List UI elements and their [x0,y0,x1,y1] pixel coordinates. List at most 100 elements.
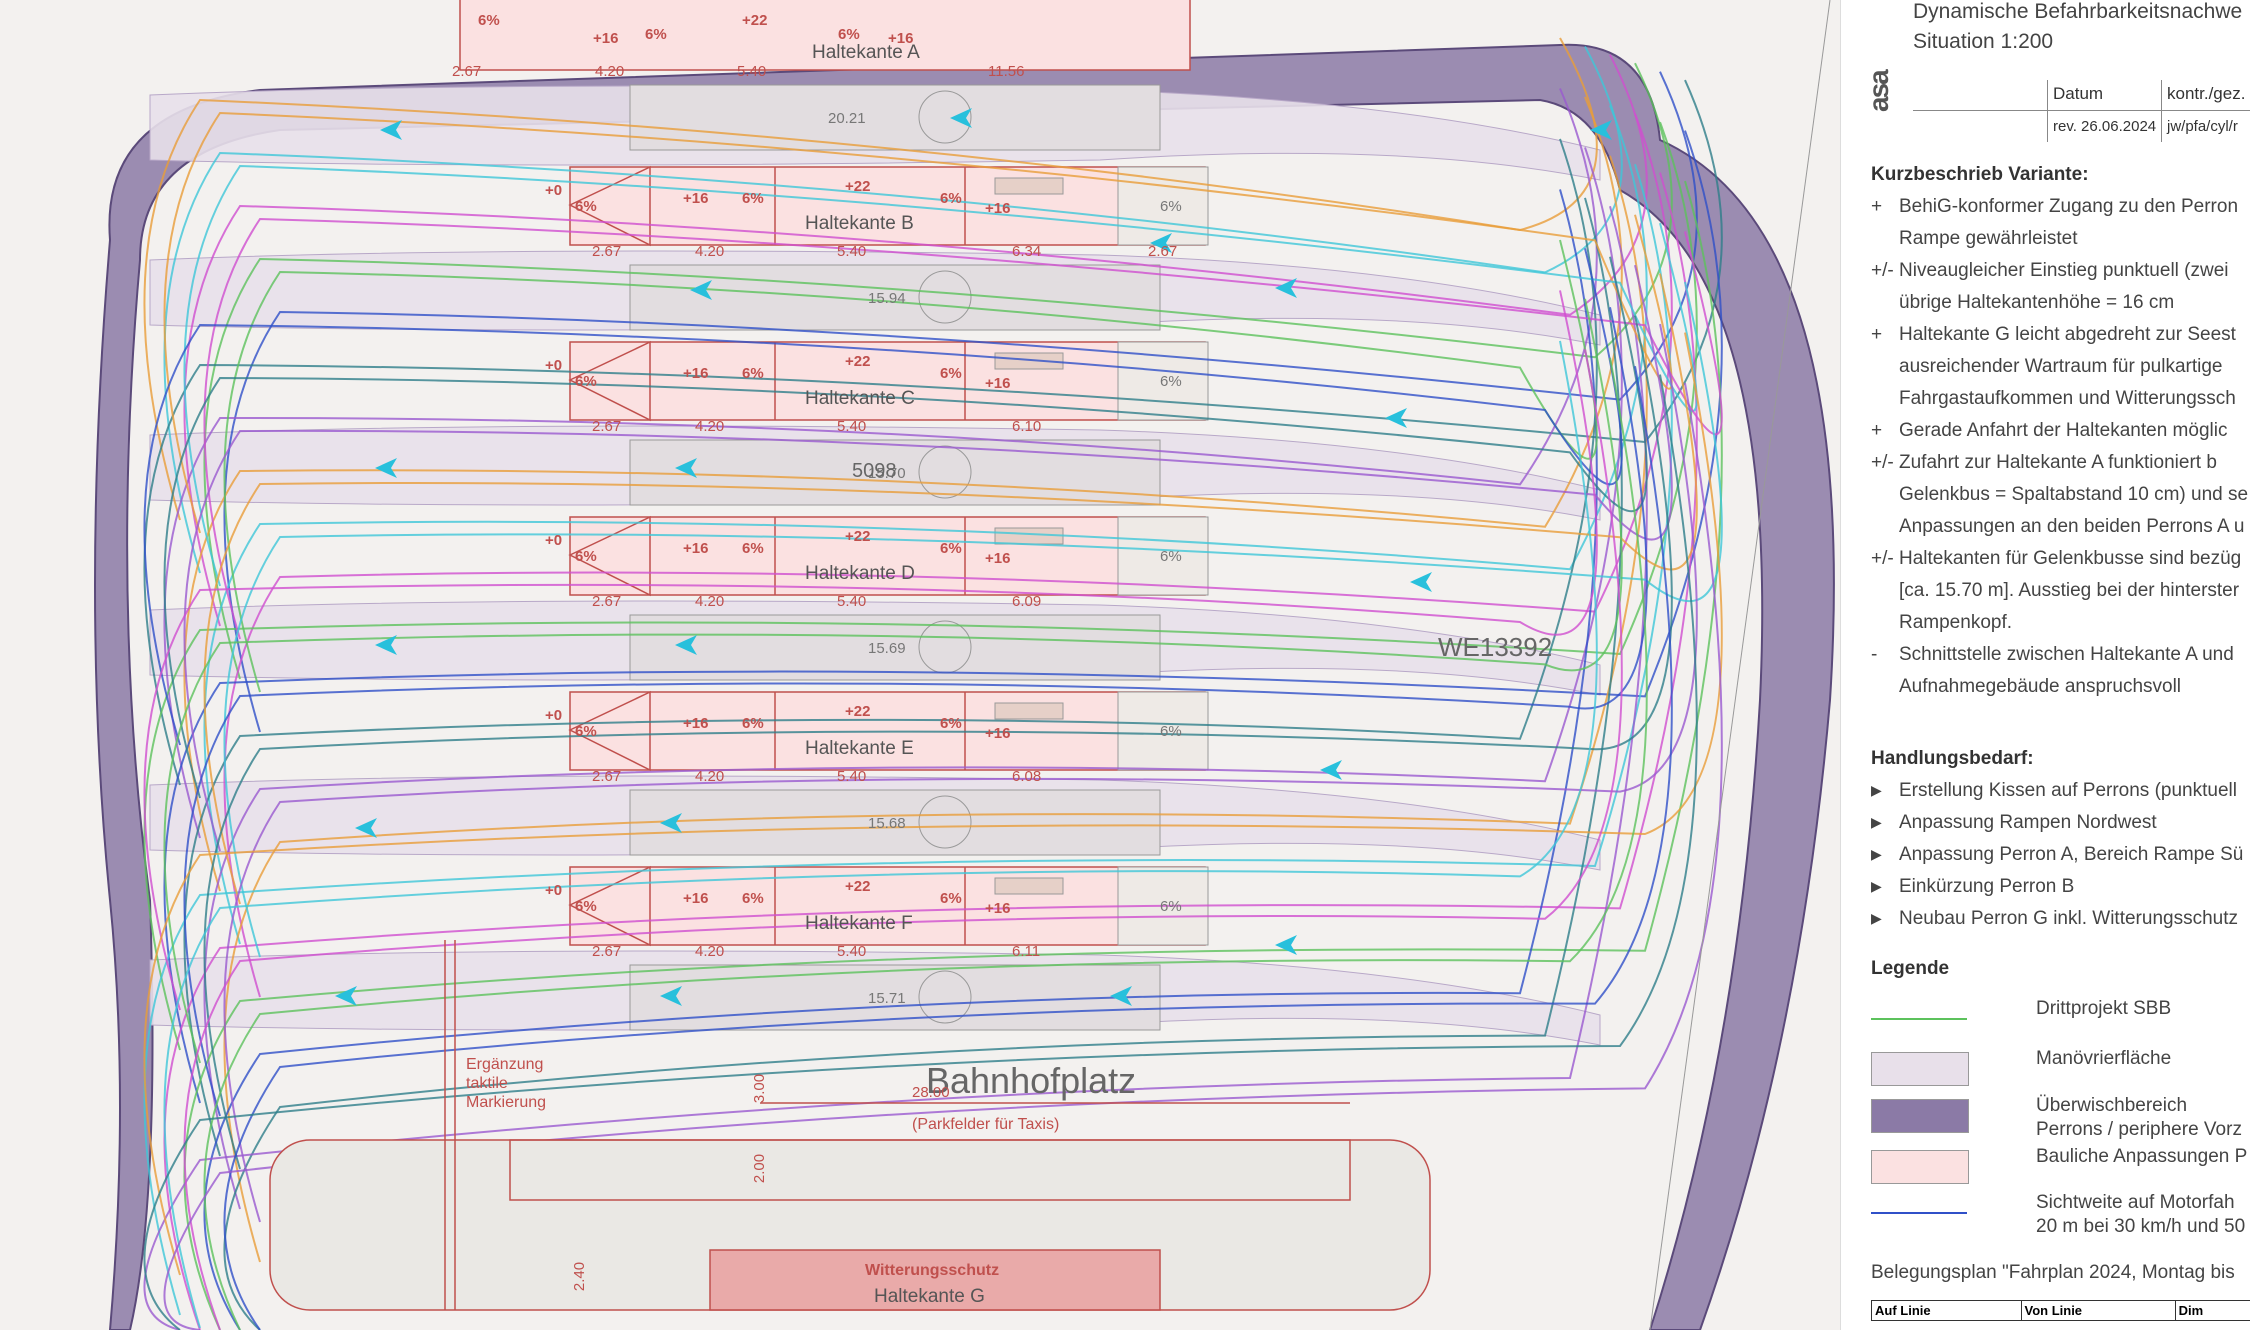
dim-240: 2.40 [571,1261,589,1292]
kurz-mark-4: +/- [1871,452,1894,473]
swept-curve-12 [183,138,1598,1157]
swept-curve-30 [143,290,1598,1011]
legend-label-2-1: Perrons / periphere Vorz [2036,1119,2242,1140]
swept-curve-38 [203,357,1648,1330]
haltekante-b-bench-icon [994,177,1064,195]
legend-label-4-1: 20 m bei 30 km/h und 50 [2036,1216,2246,1237]
haltekante-a-lvl16b: +16 [888,30,914,47]
kurz-line-2-2: Fahrgastaufkommen und Witterungssch [1899,388,2236,409]
haltekante-e-d2: 4.20 [695,768,725,785]
ergaenzung-1: Ergänzung [466,1056,544,1073]
haltekante-b-slope4: 6% [1160,198,1182,215]
direction-arrow-icon-14 [1320,760,1342,780]
haltekante-e-lvl16a: +16 [683,715,709,732]
haltekante-e-slope1: 6% [575,723,597,740]
kurz-line-6-0: Schnittstelle zwischen Haltekante A und [1899,644,2234,665]
bahnhofplatz-label: Bahnhofplatz [926,1060,1137,1101]
swept-curve-40 [143,374,1698,1330]
haltekante-b-slope2: 6% [742,190,764,207]
haltekante-f-label: Haltekante F [805,913,913,934]
col-von-linie: Von Linie [2020,1300,2176,1321]
direction-arrow-icon-11 [1410,572,1432,592]
swept-curve-0 [143,37,1598,521]
haltekante-c-d2: 4.20 [695,418,725,435]
haltekante-e-platform-gray [1117,691,1209,771]
haltekante-f-lvl0: +0 [545,882,563,899]
code-5098: 5098 [852,460,897,482]
handlungsbedarf-title: Handlungsbedarf: [1871,748,2034,769]
haltekante-e-lvl0: +0 [545,707,563,724]
legend-swatch-1 [1871,1052,1969,1086]
kurz-line-4-0: Zufahrt zur Haltekante A funktioniert b [1899,452,2217,473]
haltekante-e-slope3: 6% [940,715,962,732]
haltekante-f-slope3: 6% [940,890,962,907]
kurz-mark-5: +/- [1871,548,1894,569]
haltekante-d-platform-gray [1117,516,1209,596]
swept-curve-32 [183,307,1648,1117]
col-dim: Dim [2174,1300,2250,1321]
swept-curve-4 [223,71,1698,733]
haltekante-b-slope1: 6% [575,198,597,215]
legende-title: Legende [1871,958,1950,979]
haltekante-c-slope4: 6% [1160,373,1182,390]
haltekante-a-slope2: 6% [645,26,667,43]
haltekante-a-lvl16a: +16 [593,30,619,47]
haltekante-d-label: Haltekante D [805,563,915,584]
haltekante-d-slope1: 6% [575,548,597,565]
haltekante-f-d1: 2.67 [592,943,622,960]
haltekante-b-d2: 4.20 [695,243,725,260]
direction-arrow-icon-3 [690,280,712,300]
direction-arrow-icon-6 [375,458,397,478]
direction-arrow-icon-13 [660,813,682,833]
haltekante-c-bench-icon [994,352,1064,370]
haltekante-d-d1: 2.67 [592,593,622,610]
swept-curve-1 [163,45,1623,574]
haltekante-c-label: Haltekante C [805,388,915,409]
haltekante-b-ramp-icon [568,165,651,247]
swept-curve-13 [203,147,1623,1210]
kurz-line-5-0: Haltekanten für Gelenkbusse sind bezüg [1899,548,2242,569]
haltekante-d-d2: 4.20 [695,593,725,610]
haltekante-b-lvl16b: +16 [985,200,1011,217]
swept-curve-16 [163,172,1698,1330]
direction-arrow-icon-4 [1275,278,1297,298]
hb-item-0: Erstellung Kissen auf Perrons (punktuell [1899,780,2237,801]
haltekante-b-d5: 2.67 [1148,243,1178,260]
direction-arrow-icon-0 [380,120,402,140]
haltekante-d-lvl22: +22 [845,528,871,545]
haltekante-b-dim-strip [629,264,1161,331]
direction-arrow-icon-8 [1385,408,1407,428]
haltekante-e-slope4: 6% [1160,723,1182,740]
haltekante-d-slope4: 6% [1160,548,1182,565]
haltekante-b-lvl16a: +16 [683,190,709,207]
legend-label-1-0: Manövrierfläche [2036,1048,2172,1069]
swept-curve-26 [163,256,1648,799]
haltekante-d-d4: 6.09 [1012,593,1042,610]
haltekante-f-ramp-icon [568,865,651,947]
haltekante-c-ramp-icon [568,340,651,422]
swept-curve-3 [203,62,1673,680]
company-logo-icon: asa [1863,71,1894,112]
rev-date: rev. 26.06.2024 [2053,118,2157,135]
parkfelder-label: (Parkfelder für Taxis) [912,1116,1060,1133]
haltekante-f-len: 15.71 [868,990,906,1007]
direction-arrow-icon-1 [950,108,972,128]
kurz-line-0-1: Rampe gewährleistet [1899,228,2078,249]
swept-curve-2 [183,54,1648,627]
haltekante-d-dim-strip [629,614,1161,681]
haltekante-c-d4: 6.10 [1012,418,1042,435]
haltekante-d-lvl16b: +16 [985,550,1011,567]
ergaenzung-2: taktile [466,1075,508,1092]
legend-swatch-3 [1871,1150,1969,1184]
witterungsschutz-label: Witterungsschutz [865,1262,1000,1279]
haltekante-c-slope1: 6% [575,373,597,390]
haltekante-b-lvl0: +0 [545,182,563,199]
haltekante-a-d4: 11.56 [988,63,1025,80]
haltekante-d-len: 15.69 [868,640,906,657]
belegung-table: Auf Linie Von Linie Dim [1871,1300,2250,1321]
haltekante-b-len: 15.94 [868,290,906,307]
direction-arrow-icon-12 [355,818,377,838]
swept-curve-36 [163,340,1598,1329]
haltekante-a-label: Haltekante A [812,42,920,63]
haltekante-e-slope2: 6% [742,715,764,732]
